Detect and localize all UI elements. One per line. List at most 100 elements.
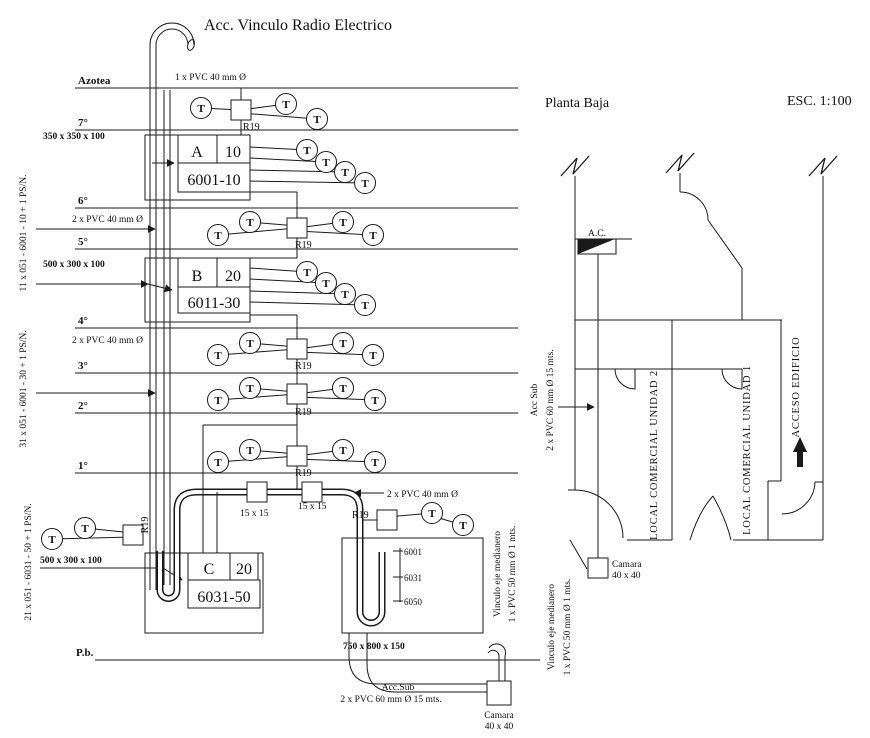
t-outlet-circle bbox=[41, 528, 63, 550]
t-outlet-symbol: T bbox=[364, 389, 386, 411]
access-arrow-icon bbox=[793, 437, 807, 467]
door-leaf-middle-1 bbox=[689, 495, 714, 541]
box-c-cell bbox=[187, 552, 259, 581]
t-outlet-circle bbox=[452, 514, 474, 536]
junction-box-r19 bbox=[286, 217, 308, 239]
plan-acc-sub-1: Acc Sub bbox=[530, 384, 540, 417]
t-outlet-letter: T bbox=[322, 278, 330, 290]
t-outlet-symbol: T bbox=[452, 514, 474, 536]
room-label-unit1: LOCAL COMERCIAL UNIDAD 1 bbox=[742, 365, 753, 535]
t-outlet-symbol: T bbox=[239, 211, 261, 233]
junction-label-r19: R19 bbox=[295, 240, 312, 251]
t-outlet-letter: T bbox=[48, 534, 56, 546]
t-outlet-circle bbox=[354, 294, 376, 316]
junction-label-r19: R19 bbox=[243, 122, 260, 133]
plan-title: Planta Baja bbox=[545, 96, 610, 111]
t-outlet-letter: T bbox=[322, 157, 330, 169]
t-outlet-letter: T bbox=[339, 217, 347, 229]
t-outlet-circle bbox=[207, 451, 229, 473]
door-leaf-middle-2 bbox=[712, 495, 732, 541]
box-a-code: 6001-10 bbox=[187, 172, 240, 189]
door-swing-unit2 bbox=[614, 368, 636, 390]
pit-tick-6001: 6001 bbox=[404, 547, 422, 557]
junction-label-r19: R19 bbox=[295, 468, 312, 479]
floor-label-pb: P.b. bbox=[76, 647, 94, 659]
pvc-label-6: 2 x PVC 40 mm Ø bbox=[72, 215, 143, 225]
t-outlet-symbol: T bbox=[421, 502, 443, 524]
wire bbox=[217, 393, 298, 401]
wire bbox=[249, 157, 327, 163]
t-outlet-circle bbox=[354, 172, 376, 194]
t-outlet-letter: T bbox=[246, 445, 254, 457]
t-outlet-letter: T bbox=[371, 395, 379, 407]
t-outlet-letter: T bbox=[341, 167, 349, 179]
circuit-label-3: 21 x 051 - 6031 - 50 + 1 PS/N. bbox=[24, 503, 34, 620]
vinculo-label-1: Vinculo eje medianero bbox=[493, 531, 503, 617]
wire bbox=[296, 396, 376, 401]
floor-label-azotea: Azotea bbox=[78, 75, 111, 87]
chamber-box bbox=[486, 680, 512, 706]
t-outlet-circle bbox=[332, 439, 354, 461]
t-outlet-symbol: T bbox=[362, 224, 384, 246]
room-label-unit2: LOCAL COMERCIAL UNIDAD 2 bbox=[649, 370, 660, 540]
junction-label-r19: R19 bbox=[352, 510, 369, 521]
t-outlet-symbol: T bbox=[207, 224, 229, 246]
box-c-qty: 20 bbox=[236, 561, 252, 578]
t-outlet-letter: T bbox=[246, 338, 254, 350]
duct-box-label: 15 x 15 bbox=[298, 502, 327, 512]
t-outlet-letter: T bbox=[339, 445, 347, 457]
pvc-label-horizontal: 2 x PVC 40 mm Ø bbox=[387, 490, 458, 500]
vinculo-label-2: 1 x PVC 50 mm Ø 1 mts. bbox=[508, 526, 518, 623]
wire bbox=[296, 230, 374, 236]
t-outlet-circle bbox=[332, 332, 354, 354]
plan-walls bbox=[568, 173, 824, 541]
t-outlet-symbol: T bbox=[296, 261, 318, 283]
plan-acc-sub-2: 2 x PVC 60 mm Ø 15 mts. bbox=[546, 349, 556, 450]
t-outlet-circle bbox=[362, 224, 384, 246]
enclosures bbox=[144, 134, 484, 634]
junction-label-r19: R19 bbox=[140, 517, 151, 534]
junction-box-r19 bbox=[286, 338, 308, 360]
t-outlet-circle bbox=[306, 108, 328, 130]
t-outlet-circle bbox=[190, 97, 212, 119]
wall-diagonal bbox=[707, 219, 743, 269]
t-outlet-letter: T bbox=[81, 523, 89, 535]
acc-sub-label-2: 2 x PVC 60 mm Ø 15 mts. bbox=[340, 695, 441, 705]
box-b-qty: 20 bbox=[225, 268, 241, 285]
t-outlet-circle bbox=[334, 283, 356, 305]
t-outlet-letter: T bbox=[339, 383, 347, 395]
pipe-to-chamber-outer bbox=[348, 633, 487, 685]
box-b-letter: B bbox=[192, 268, 203, 285]
floor-label-2: 2° bbox=[78, 400, 88, 412]
t-outlet-circle bbox=[315, 151, 337, 173]
box-a-dim: 350 x 350 x 100 bbox=[43, 132, 105, 142]
junction-box-r19 bbox=[286, 383, 308, 405]
t-outlet-symbol: T bbox=[332, 377, 354, 399]
t-outlet-circle bbox=[296, 261, 318, 283]
plan-chamber-label-1: Camara bbox=[612, 560, 642, 570]
t-outlet-symbol: T bbox=[207, 389, 229, 411]
plan-chamber-label-2: 40 x 40 bbox=[612, 571, 641, 581]
riser-pipes bbox=[149, 22, 195, 590]
t-outlet-symbol: T bbox=[364, 451, 386, 473]
break-symbol bbox=[665, 152, 695, 174]
box-b-dim: 500 x 300 x 100 bbox=[43, 260, 105, 270]
door-swing-unit1 bbox=[721, 368, 743, 390]
t-outlet-symbol: T bbox=[334, 161, 356, 183]
floor-label-4: 4° bbox=[78, 315, 88, 327]
pvc-label-azotea: 1 x PVC 40 mm Ø bbox=[175, 73, 246, 83]
t-outlet-letter: T bbox=[214, 457, 222, 469]
pit-box bbox=[341, 537, 484, 634]
t-outlet-letter: T bbox=[371, 457, 379, 469]
duct-box-label: 15 x 15 bbox=[240, 509, 269, 519]
leader-into-b bbox=[147, 283, 173, 293]
box-c-letter: C bbox=[204, 561, 215, 578]
t-outlet-symbol: T bbox=[296, 139, 318, 161]
wire bbox=[296, 458, 376, 463]
t-outlet-circle bbox=[207, 389, 229, 411]
t-outlet-letter: T bbox=[303, 267, 311, 279]
t-outlet-symbol: T bbox=[315, 151, 337, 173]
t-outlet-circle bbox=[239, 332, 261, 354]
